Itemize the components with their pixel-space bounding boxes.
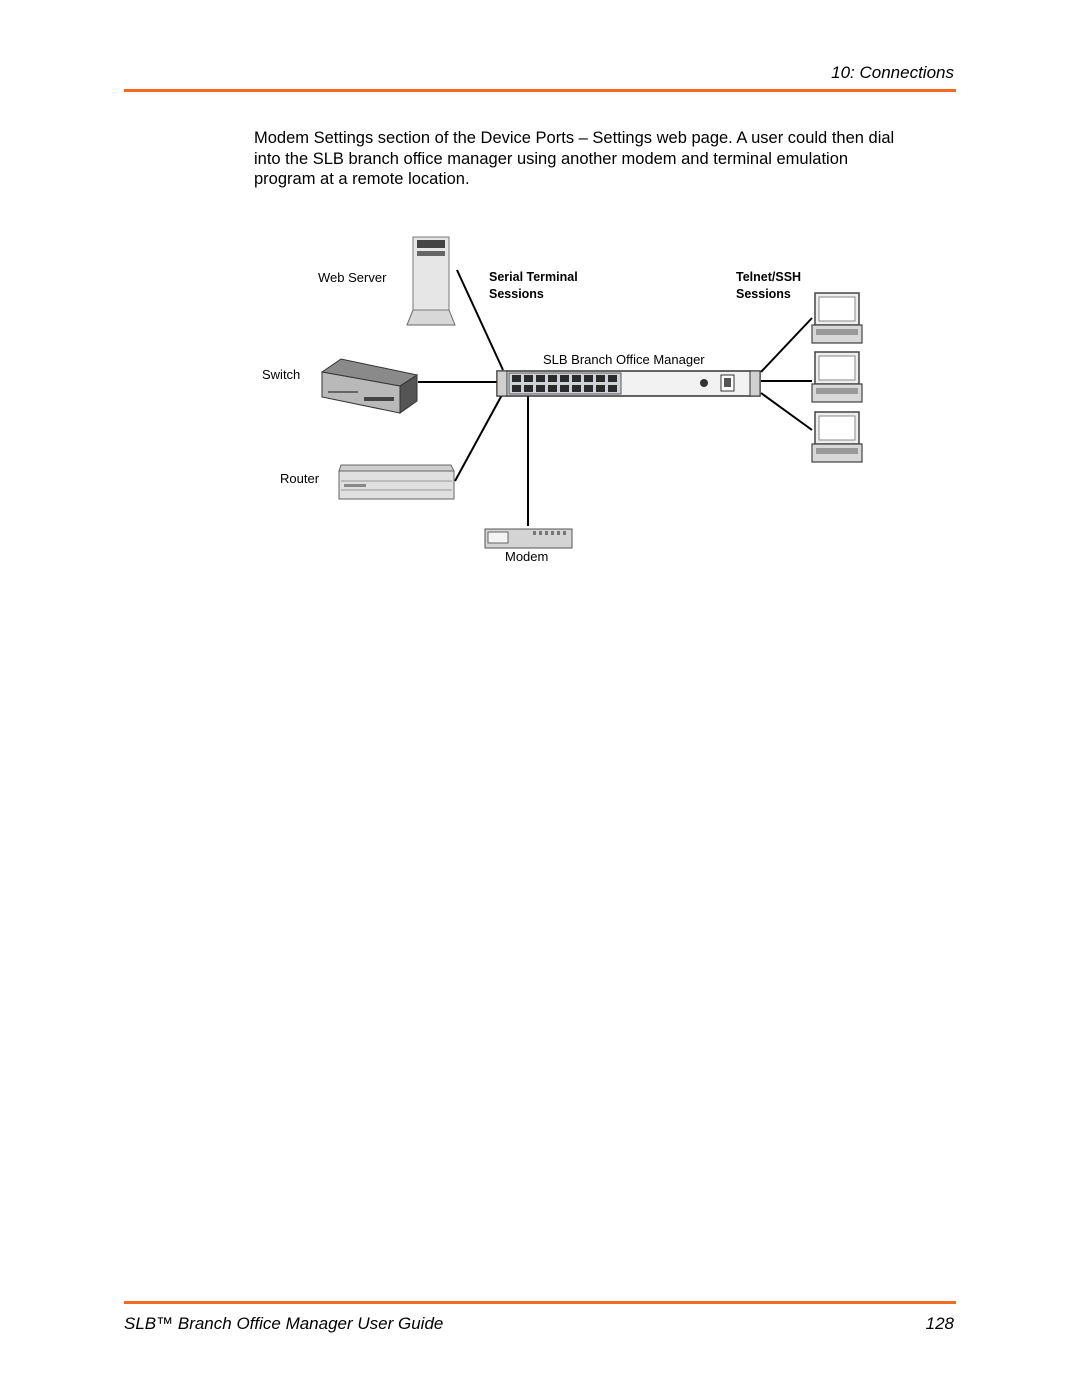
label-switch: Switch: [262, 367, 301, 382]
label-telnet-line: Sessions: [736, 287, 791, 301]
line-webserver: [456, 269, 504, 371]
label-serial-line: Sessions: [489, 287, 544, 301]
footer-page-number: 128: [925, 1314, 954, 1333]
header-section-title: 10: Connections: [831, 63, 954, 82]
router-icon: [338, 464, 455, 500]
label-serial-line: Serial Terminal: [489, 270, 578, 284]
body-line: into the SLB branch office manager using…: [254, 149, 849, 168]
label-modem: Modem: [505, 549, 549, 564]
modem-icon: [484, 528, 573, 549]
label-serial-sessions: Serial Terminal Sessions: [489, 269, 578, 303]
line-laptop-1: [760, 317, 813, 373]
label-router: Router: [280, 471, 320, 486]
connection-lines: [418, 269, 813, 526]
laptop-icon-3: [811, 411, 863, 463]
line-router: [454, 392, 504, 482]
header-rule: [124, 89, 956, 92]
label-telnet-sessions: Telnet/SSH Sessions: [736, 269, 801, 303]
body-line: program at a remote location.: [254, 170, 470, 188]
label-web-server: Web Server: [318, 270, 387, 285]
line-laptop-3: [760, 392, 813, 431]
label-telnet-line: Telnet/SSH: [736, 270, 802, 284]
body-paragraph: Modem Settings section of the Device Por…: [254, 128, 954, 190]
body-line: Modem Settings section of the Device Por…: [254, 129, 895, 147]
switch-icon: [320, 358, 419, 414]
slb-device-icon: [496, 370, 761, 397]
footer-rule: [124, 1301, 956, 1304]
web-server-icon: [406, 236, 456, 326]
footer-title: SLB™ Branch Office Manager User Guide: [124, 1314, 444, 1333]
label-slb-device: SLB Branch Office Manager: [543, 352, 705, 367]
laptop-icon-1: [811, 292, 863, 344]
laptop-icon-2: [811, 351, 863, 403]
